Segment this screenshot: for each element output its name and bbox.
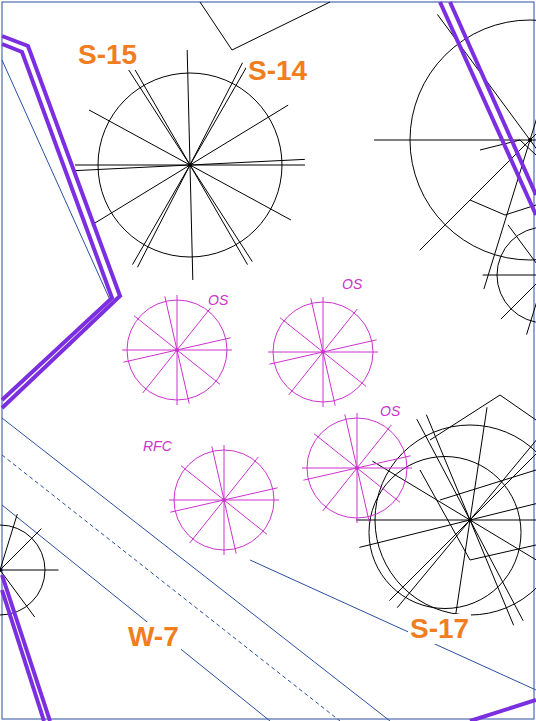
tree-spoke: [453, 407, 487, 632]
tree-canopy: [369, 457, 521, 609]
tree-spoke: [484, 0, 536, 289]
tree-spoke: [170, 488, 277, 512]
tree-trunk: [222, 498, 226, 502]
dashed-line: [2, 455, 340, 721]
tree-trunk: [0, 568, 2, 572]
tree-spoke: [426, 415, 513, 626]
tree-spoke: [269, 340, 376, 364]
tree-trunk: [528, 138, 532, 142]
tree-trunk: [468, 518, 472, 522]
tree-tag: OS: [206, 292, 230, 308]
tree-spoke: [89, 110, 291, 220]
tree-tag: OS: [378, 403, 402, 419]
tree-spoke: [123, 338, 230, 362]
tree-spoke: [133, 65, 248, 264]
sheet-reference: S-15: [76, 40, 139, 70]
tree-spoke: [190, 457, 259, 543]
tree-tag: RFC: [141, 438, 174, 454]
tree-spoke: [483, 275, 536, 276]
tree-symbols: [0, 0, 536, 633]
tree-spoke: [303, 456, 410, 480]
tree-spoke: [0, 570, 59, 571]
tree-spoke: [92, 105, 288, 225]
tree-spoke: [128, 68, 253, 261]
tree-spoke: [75, 159, 305, 170]
tree-spoke: [437, 14, 536, 265]
sheet-reference: W-7: [126, 622, 181, 652]
tree-spoke: [417, 419, 523, 621]
tree-spoke: [143, 307, 212, 393]
tree-spoke: [133, 65, 248, 264]
tree-spoke: [508, 225, 536, 325]
tree-spoke: [501, 231, 536, 319]
tree-spoke: [187, 50, 193, 280]
tree-spoke: [397, 432, 536, 607]
sheet-reference: S-17: [408, 614, 471, 644]
outlines: [200, 2, 536, 560]
tree-spoke: [359, 493, 536, 548]
tree-spoke: [289, 309, 358, 395]
tree-trunk: [321, 350, 325, 354]
tree-spoke: [356, 520, 536, 521]
tree-spoke: [137, 63, 242, 268]
tree-trunk: [188, 163, 192, 167]
tree-trunk: [175, 348, 179, 352]
tree-tag: OS: [340, 276, 364, 292]
sheet-reference: S-14: [246, 56, 309, 86]
tree-spoke: [323, 425, 392, 511]
tree-trunk: [355, 466, 359, 470]
tree-spoke: [389, 439, 536, 600]
tree-spoke: [527, 215, 536, 334]
